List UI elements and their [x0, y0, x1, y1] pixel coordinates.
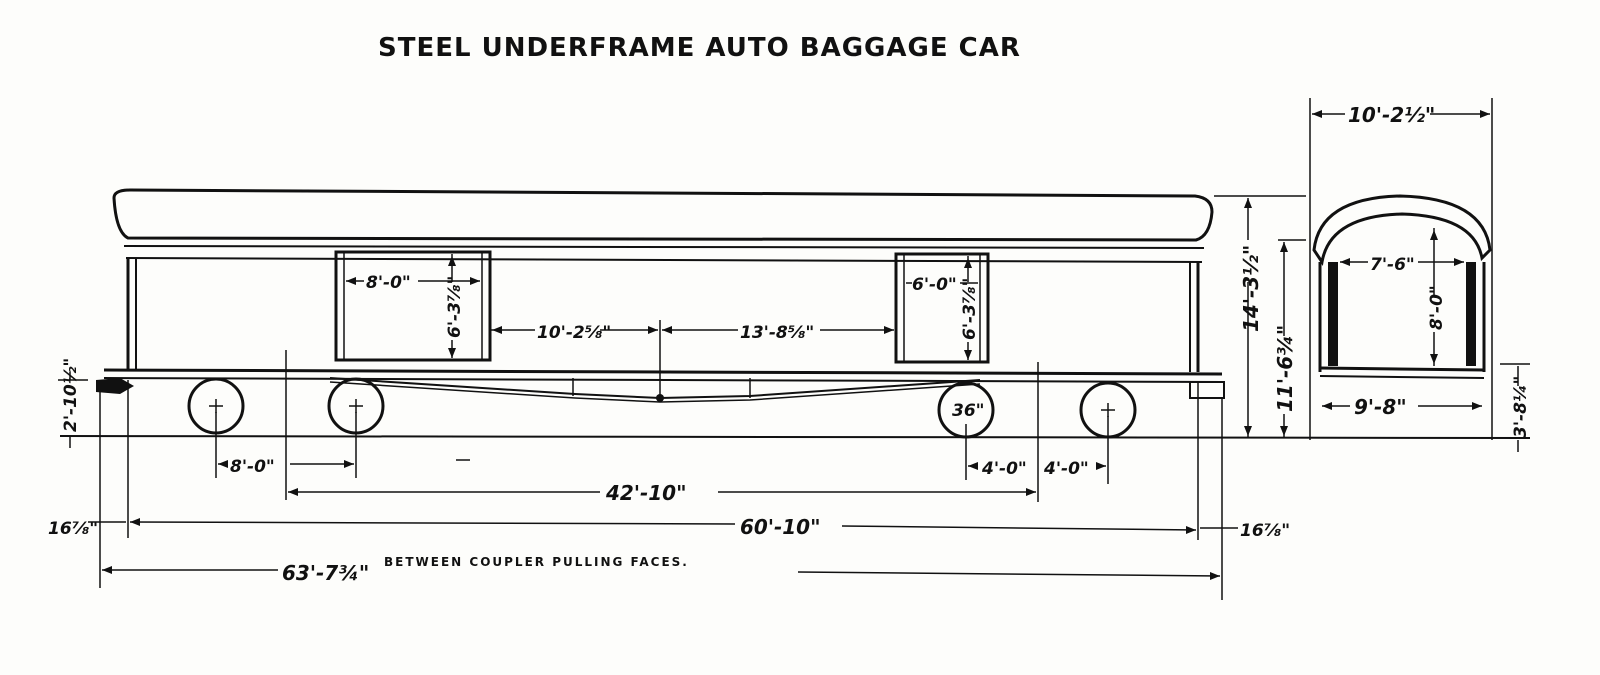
coupler-left	[96, 378, 134, 394]
dim-door-left-width: 8'-0"	[366, 273, 411, 293]
coupler-right	[1189, 381, 1225, 399]
dim-left-overhang: 16⅞"	[48, 519, 98, 539]
end-door-frame-left	[1328, 262, 1338, 366]
dim-end-door-height: 8'-0"	[1427, 285, 1447, 330]
dim-coupler-height: 2'-10½"	[61, 358, 81, 432]
dim-end-width: 10'-2½"	[1348, 103, 1435, 127]
dim-door-right-height: 6'-3⅞"	[960, 278, 980, 340]
dim-body-length: 60'-10"	[740, 515, 821, 539]
coupler-note: BETWEEN COUPLER PULLING FACES.	[384, 555, 689, 569]
dim-left-wheelbase: 8'-0"	[230, 457, 275, 477]
dim-overall-height: 14'-3½"	[1239, 245, 1263, 332]
roof	[112, 188, 1214, 242]
dim-door-left-to-center: 10'-2⅝"	[537, 323, 611, 343]
end-elevation	[1312, 194, 1492, 379]
dim-overall-length: 63'-7¾"	[282, 561, 369, 585]
dim-wheel-diameter: 36"	[952, 401, 985, 421]
rail-line	[59, 435, 1531, 439]
dim-door-left-height: 6'-3⅞"	[445, 276, 465, 338]
dim-right-overhang: 16⅞"	[1240, 521, 1290, 541]
dim-center-to-door-right: 13'-8⅝"	[740, 323, 814, 343]
dim-truck-width: 9'-8"	[1354, 395, 1407, 419]
dim-right-wheelbase-b: 4'-0"	[1043, 459, 1089, 479]
dim-truck-centers: 42'-10"	[605, 481, 687, 505]
end-roof	[1312, 194, 1492, 266]
dim-end-door-width: 7'-6"	[1370, 255, 1415, 275]
side-elevation	[59, 188, 1531, 461]
dim-floor-height: 3'-8¼"	[1511, 376, 1531, 438]
dimension-lines	[58, 98, 1530, 600]
dim-right-wheelbase-a: 4'-0"	[981, 459, 1027, 479]
dim-door-right-width: 6'-0"	[912, 275, 957, 295]
drawing-title: STEEL UNDERFRAME AUTO BAGGAGE CAR	[378, 33, 1021, 63]
arrowheads	[102, 110, 1490, 580]
end-door-frame-right	[1466, 262, 1476, 366]
dim-eave-height: 11'-6¾"	[1273, 325, 1297, 412]
side-sill	[103, 368, 1223, 376]
wheels	[187, 377, 1137, 439]
side-door-right	[894, 252, 990, 364]
side-door-left	[334, 250, 492, 362]
